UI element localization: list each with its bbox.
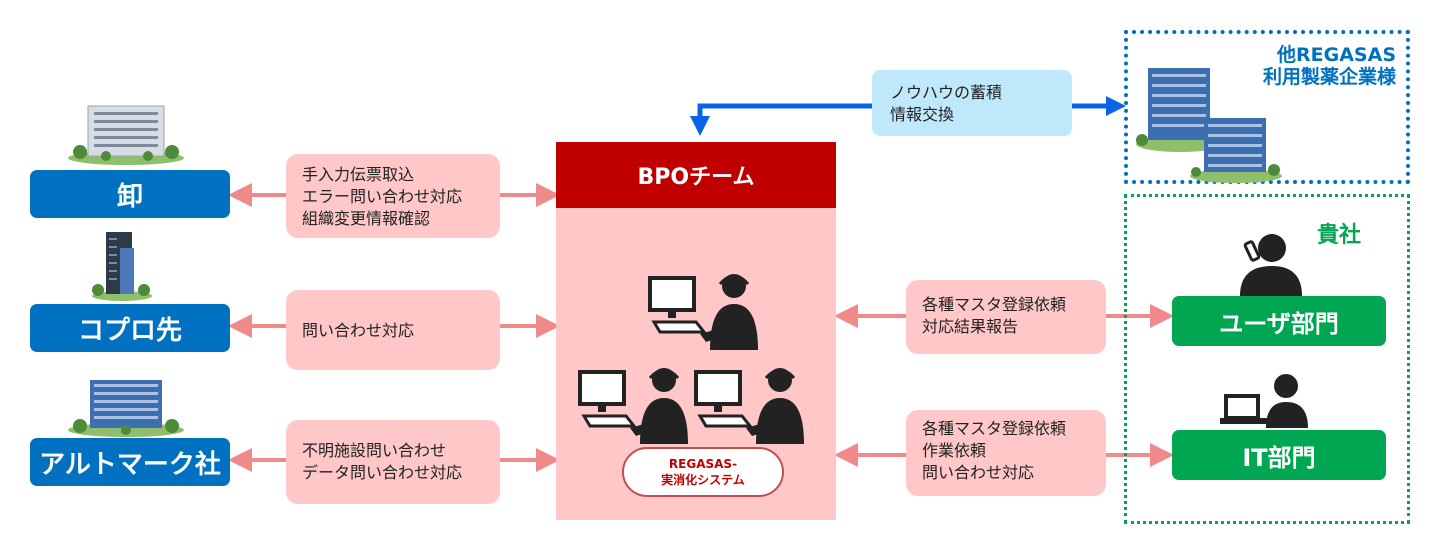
system-name-line1: REGASAS-	[668, 457, 738, 471]
operator-icon	[578, 368, 688, 444]
other-companies-group: 他REGASAS 利用製薬企業様	[1124, 30, 1410, 184]
note-line: 各種マスタ登録依頼	[922, 419, 1067, 438]
other-companies-title: 他REGASAS 利用製薬企業様	[1263, 44, 1396, 88]
entity-oroshi: 卸	[30, 170, 230, 218]
note-line: 不明施設問い合わせ	[302, 441, 447, 460]
note-line: 作業依頼	[922, 441, 987, 460]
laptop-user-icon	[1220, 374, 1308, 428]
note-line: 各種マスタ登録依頼	[922, 295, 1067, 314]
operator-icon	[648, 274, 758, 350]
other-companies-line: 利用製薬企業様	[1262, 66, 1396, 88]
phone-user-icon	[1240, 234, 1302, 296]
knowhow-line: 情報交換	[890, 105, 955, 124]
it-department: IT部門	[1172, 430, 1386, 480]
building-icon	[68, 105, 184, 165]
note-line: 手入力伝票取込	[302, 165, 415, 184]
note-line: データ問い合わせ対応	[302, 463, 463, 482]
pharma-buildings-icon	[1136, 68, 1282, 183]
note-altmark-tasks: 不明施設問い合わせ データ問い合わせ対応	[286, 420, 500, 504]
note-line: 対応結果報告	[922, 317, 1019, 336]
your-company-group: 貴社	[1124, 194, 1410, 524]
entity-altmark: アルトマーク社	[30, 438, 230, 486]
bpo-team-title: BPOチーム	[556, 142, 836, 208]
system-name-line2: 実消化システム	[661, 473, 745, 487]
note-line: 問い合わせ対応	[302, 321, 415, 340]
user-department: ユーザ部門	[1172, 296, 1386, 346]
note-it-dept-tasks: 各種マスタ登録依頼 作業依頼 問い合わせ対応	[906, 410, 1106, 496]
note-copro-tasks: 問い合わせ対応	[286, 290, 500, 370]
knowhow-line: ノウハウの蓄積	[890, 83, 1003, 102]
operator-icon	[694, 368, 804, 444]
note-line: 問い合わせ対応	[922, 463, 1035, 482]
knowhow-exchange-note: ノウハウの蓄積 情報交換	[872, 70, 1072, 136]
your-company-title: 貴社	[1317, 223, 1362, 248]
regasas-system-badge: REGASAS- 実消化システム	[622, 447, 784, 497]
entity-copro: コプロ先	[30, 304, 230, 352]
tower-building-icon	[92, 232, 152, 301]
note-line: エラー問い合わせ対応	[302, 187, 463, 206]
bpo-team-panel: BPOチーム REGASAS- 実消化システム	[556, 142, 836, 520]
other-companies-line: 他REGASAS	[1277, 44, 1396, 66]
note-line: 組織変更情報確認	[302, 209, 431, 228]
note-oroshi-tasks: 手入力伝票取込 エラー問い合わせ対応 組織変更情報確認	[286, 154, 500, 238]
office-building-icon	[68, 380, 184, 437]
note-user-dept-tasks: 各種マスタ登録依頼 対応結果報告	[906, 280, 1106, 354]
